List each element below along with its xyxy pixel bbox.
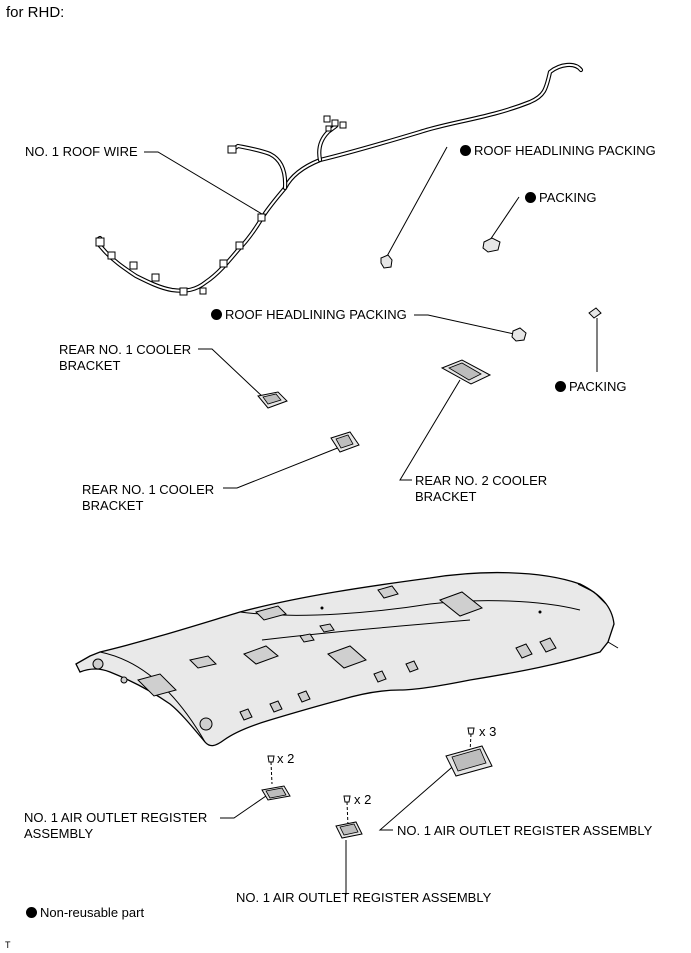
label-roof-headlining-packing-middle: ROOF HEADLINING PACKING xyxy=(211,307,407,323)
label-packing-top: PACKING xyxy=(525,190,597,206)
air-outlet-registers xyxy=(261,727,493,839)
legend-non-reusable: Non-reusable part xyxy=(26,905,144,921)
label-roof-headlining-packing-top: ROOF HEADLINING PACKING xyxy=(460,143,656,159)
label-rear-no1-cooler-bracket-middle: REAR NO. 1 COOLER BRACKET xyxy=(82,482,215,513)
label-no1-roof-wire: NO. 1 ROOF WIRE xyxy=(25,144,138,159)
label-air-outlet-right: NO. 1 AIR OUTLET REGISTER ASSEMBLY xyxy=(397,823,653,838)
roof-headlining-panel xyxy=(75,571,619,747)
non-reusable-dot-icon xyxy=(460,145,471,156)
qty-x3: x 3 xyxy=(479,724,497,739)
qty-x2-middle: x 2 xyxy=(354,792,372,807)
label-rear-no2-cooler-bracket: REAR NO. 2 COOLER BRACKET xyxy=(415,473,548,504)
label-air-outlet-left: NO. 1 AIR OUTLET REGISTER ASSEMBLY xyxy=(24,810,208,841)
label-rear-no1-cooler-bracket-top: REAR NO. 1 COOLER BRACKET xyxy=(59,342,192,373)
cooler-brackets xyxy=(257,359,492,453)
footer-code: T xyxy=(5,940,11,950)
packing-parts xyxy=(380,237,602,342)
label-air-outlet-bottom: NO. 1 AIR OUTLET REGISTER ASSEMBLY xyxy=(236,890,492,905)
non-reusable-dot-icon xyxy=(211,309,222,320)
label-packing-right: PACKING xyxy=(555,379,627,395)
page-title: for RHD: xyxy=(6,4,65,21)
leader-lines xyxy=(144,146,598,895)
non-reusable-dot-icon xyxy=(555,381,566,392)
qty-x2-left: x 2 xyxy=(277,751,295,766)
roof-wire-harness xyxy=(95,62,584,296)
non-reusable-dot-icon xyxy=(525,192,536,203)
non-reusable-dot-icon xyxy=(26,907,37,918)
